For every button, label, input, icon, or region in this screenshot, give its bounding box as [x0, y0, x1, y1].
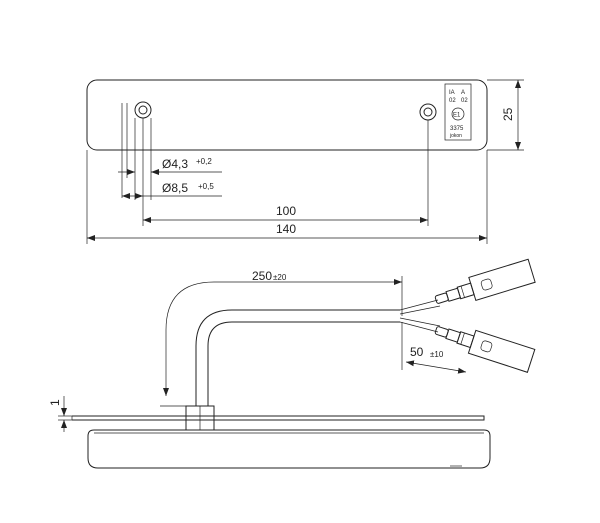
dim-cable-length-value: 250 [252, 269, 272, 283]
left-mounting-hole [134, 101, 152, 119]
dim-cable-length-tolerance: ±20 [273, 273, 287, 282]
right-mounting-hole [419, 103, 437, 121]
dim-hole-large-tolerance: +0,5 [198, 182, 214, 191]
label-line2-right: 02 [461, 98, 468, 104]
e-mark-circle [451, 107, 465, 121]
lamp-base [87, 429, 491, 469]
lower-wire-connector [399, 317, 536, 373]
lamp-body-outline [86, 79, 488, 151]
dim-wire-length-value: 50 [410, 345, 424, 359]
dim-hole-small-tolerance: +0,2 [196, 157, 212, 166]
dim-wire-length: 50 ±10 [401, 322, 467, 374]
dim-hole-spacing-value: 100 [276, 204, 296, 218]
top-view: IA A 02 02 E1 3375 jokon Ø4,3 +0,2 [86, 79, 524, 244]
side-view: 250 ±20 [48, 258, 536, 469]
cable [195, 309, 400, 406]
approval-label: IA A 02 02 E1 3375 jokon [444, 83, 472, 141]
label-number: 3375 [450, 126, 464, 132]
gasket-plate [72, 415, 485, 421]
label-line1-left: IA [449, 90, 455, 96]
dim-hole-small-value: Ø4,3 [162, 157, 188, 171]
dim-thickness-value: 1 [48, 399, 62, 406]
label-brand: jokon [449, 133, 462, 139]
dim-height-value: 25 [501, 107, 515, 121]
dim-hole-large: Ø8,5 +0,5 [122, 181, 222, 199]
dim-hole-small: Ø4,3 +0,2 [118, 157, 222, 175]
label-line1-right: A [461, 90, 465, 96]
dim-total-length: 140 [87, 222, 487, 241]
dim-hole-spacing: 100 [143, 204, 428, 223]
upper-wire-connector [399, 258, 536, 315]
dim-wire-length-tolerance: ±10 [430, 350, 444, 359]
dim-height: 25 [487, 79, 524, 151]
dim-hole-large-value: Ø8,5 [162, 181, 188, 195]
dim-thickness: 1 [48, 396, 72, 432]
label-approval: E1 [453, 113, 461, 119]
label-line2-left: 02 [449, 98, 456, 104]
dim-total-length-value: 140 [276, 222, 296, 236]
